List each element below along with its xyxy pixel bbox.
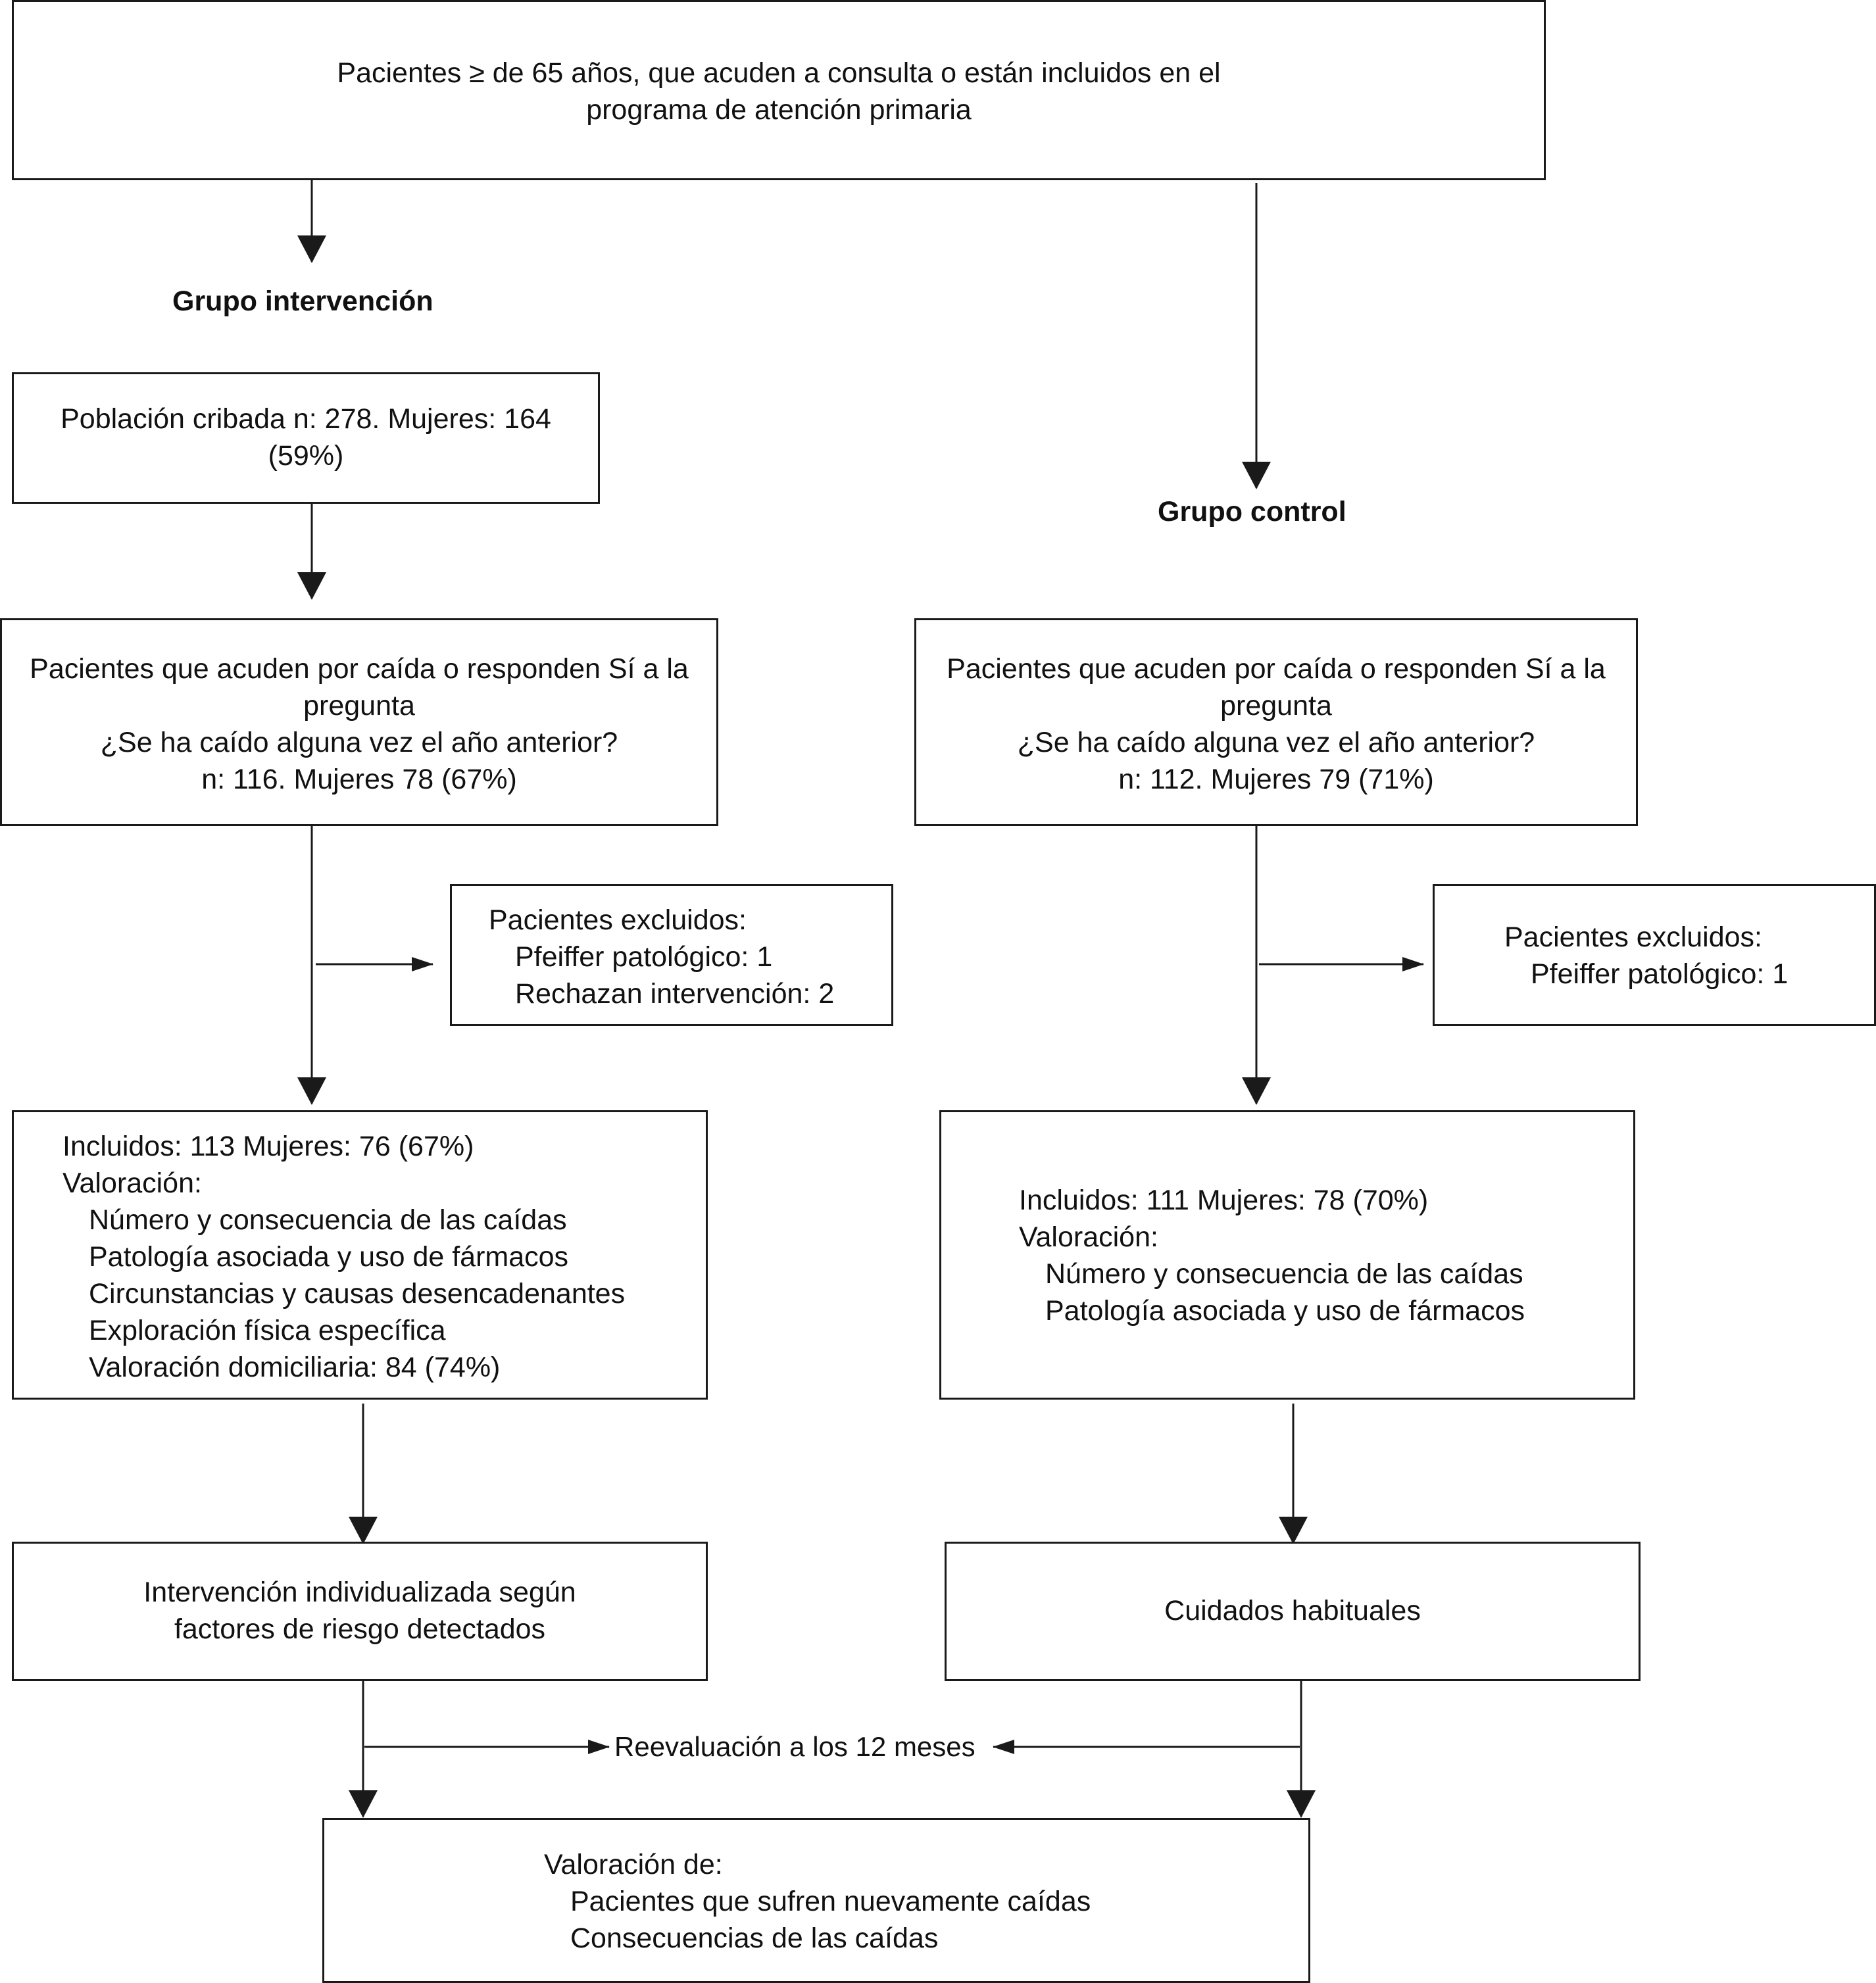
control-group-label: Grupo control — [1158, 496, 1346, 527]
int-included-line-1: Incluidos: 113 Mujeres: 76 (67%) — [62, 1131, 474, 1162]
int-excluded-item: Rechazan intervención: 2 — [515, 978, 835, 1010]
usual-care-box: Cuidados habituales — [945, 1542, 1641, 1681]
ctrl-excluded-item: Pfeiffer patológico: 1 — [1531, 958, 1789, 990]
intervention-group-label: Grupo intervención — [172, 285, 433, 317]
int-assessment-item: Número y consecuencia de las caídas — [89, 1204, 567, 1236]
int-excluded-title: Pacientes excluidos: — [489, 904, 747, 936]
ctrl-fallers-line-2: pregunta — [1220, 690, 1332, 722]
final-item: Consecuencias de las caídas — [570, 1922, 939, 1954]
int-action-line-2: factores de riesgo detectados — [174, 1613, 546, 1645]
intervention-included-box: Incluidos: 113 Mujeres: 76 (67%) Valorac… — [12, 1110, 708, 1400]
int-fallers-line-4: n: 116. Mujeres 78 (67%) — [201, 764, 517, 795]
ctrl-fallers-line-4: n: 112. Mujeres 79 (71%) — [1118, 764, 1434, 795]
int-included-line-2: Valoración: — [62, 1167, 202, 1199]
ctrl-excluded-title: Pacientes excluidos: — [1504, 921, 1762, 953]
intervention-excluded-box: Pacientes excluidos: Pfeiffer patológico… — [450, 884, 893, 1026]
ctrl-fallers-line-3: ¿Se ha caído alguna vez el año anterior? — [1017, 727, 1535, 758]
final-item: Pacientes que sufren nuevamente caídas — [570, 1886, 1091, 1917]
int-fallers-line-3: ¿Se ha caído alguna vez el año anterior? — [100, 727, 618, 758]
int-excluded-item: Pfeiffer patológico: 1 — [515, 941, 773, 973]
ctrl-fallers-line-1: Pacientes que acuden por caída o respond… — [947, 653, 1606, 685]
int-assessment-item: Valoración domiciliaria: 84 (74%) — [89, 1352, 501, 1383]
population-line-1: Pacientes ≥ de 65 años, que acuden a con… — [337, 57, 1221, 89]
int-assessment-item: Exploración física específica — [89, 1315, 446, 1346]
int-action-line-1: Intervención individualizada según — [143, 1577, 576, 1608]
final-assessment-box: Valoración de: Pacientes que sufren nuev… — [322, 1818, 1310, 1983]
population-line-2: programa de atención primaria — [586, 94, 972, 126]
screened-line-2: (59%) — [268, 440, 344, 472]
control-fallers-box: Pacientes que acuden por caída o respond… — [914, 618, 1638, 826]
population-box: Pacientes ≥ de 65 años, que acuden a con… — [12, 0, 1546, 180]
int-assessment-item: Patología asociada y uso de fármacos — [89, 1241, 569, 1273]
screened-line-1: Población cribada n: 278. Mujeres: 164 — [61, 403, 551, 435]
ctrl-action-line-1: Cuidados habituales — [1164, 1595, 1421, 1627]
intervention-fallers-box: Pacientes que acuden por caída o respond… — [0, 618, 718, 826]
individualized-intervention-box: Intervención individualizada según facto… — [12, 1542, 708, 1681]
ctrl-assessment-item: Número y consecuencia de las caídas — [1045, 1258, 1523, 1290]
ctrl-included-line-2: Valoración: — [1019, 1221, 1158, 1253]
int-fallers-line-2: pregunta — [303, 690, 415, 722]
reevaluation-label: Reevaluación a los 12 meses — [614, 1731, 975, 1762]
ctrl-assessment-item: Patología asociada y uso de fármacos — [1045, 1295, 1525, 1327]
ctrl-included-line-1: Incluidos: 111 Mujeres: 78 (70%) — [1019, 1185, 1429, 1216]
screened-population-box: Población cribada n: 278. Mujeres: 164 (… — [12, 372, 600, 504]
int-assessment-item: Circunstancias y causas desencadenantes — [89, 1278, 626, 1310]
control-excluded-box: Pacientes excluidos: Pfeiffer patológico… — [1433, 884, 1876, 1026]
control-included-box: Incluidos: 111 Mujeres: 78 (70%) Valorac… — [939, 1110, 1635, 1400]
int-fallers-line-1: Pacientes que acuden por caída o respond… — [30, 653, 689, 685]
final-title: Valoración de: — [544, 1849, 723, 1880]
